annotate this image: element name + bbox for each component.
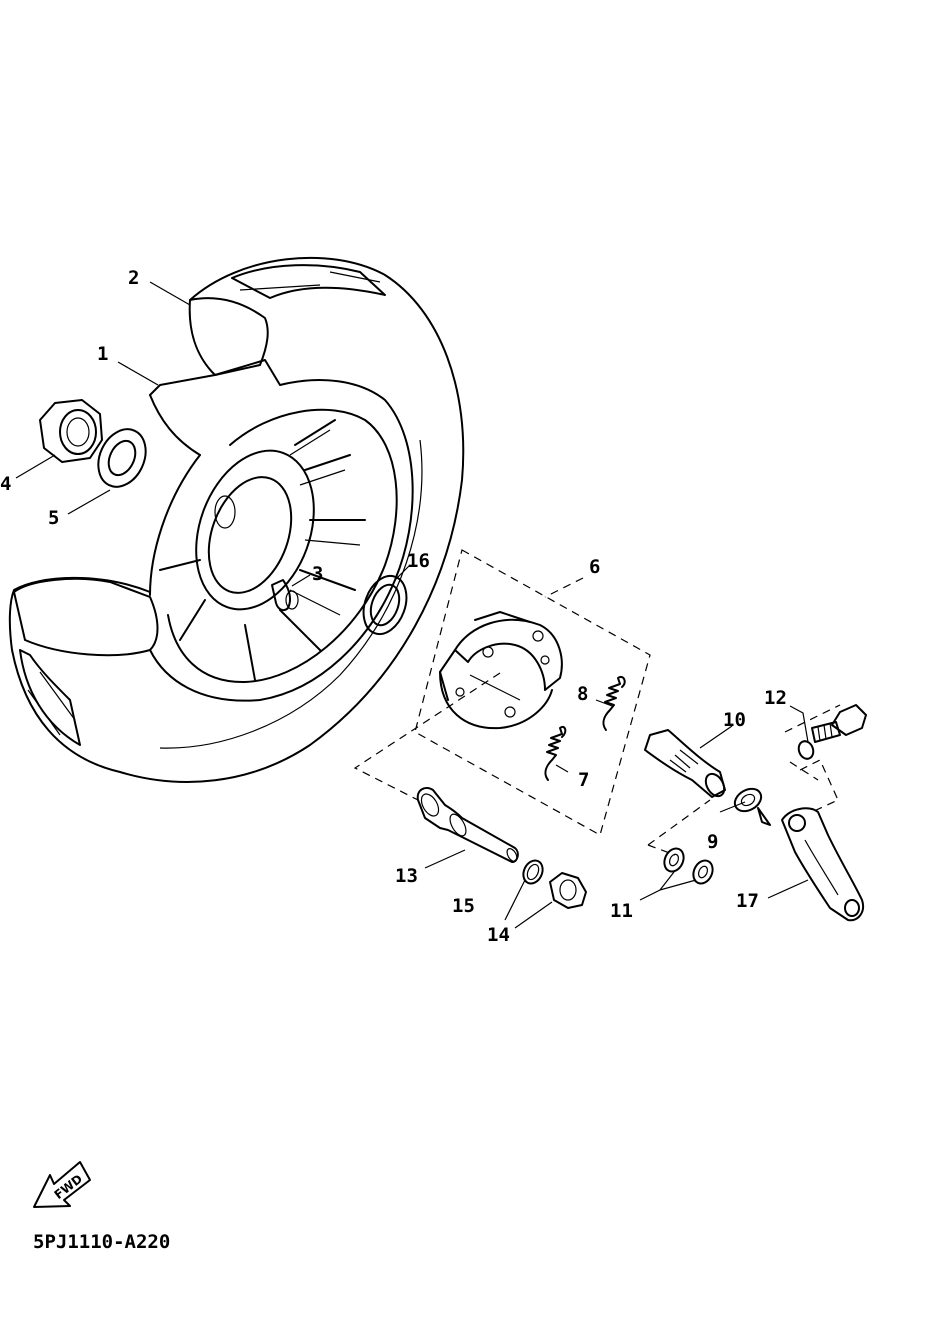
callout-5: 5 <box>48 507 59 529</box>
wear-indicator-part <box>733 787 771 826</box>
callout-11: 11 <box>610 900 633 922</box>
callout-4: 4 <box>0 473 11 495</box>
axle-washer-part <box>522 859 544 885</box>
callout-7: 7 <box>578 769 589 791</box>
callout-1: 1 <box>97 343 108 365</box>
wheel-axle-part <box>416 787 519 863</box>
return-spring-7 <box>544 726 567 781</box>
callout-10: 10 <box>723 709 746 731</box>
pinch-bolt-part <box>797 704 867 760</box>
wheel-tire-assembly <box>8 256 465 783</box>
callout-12: 12 <box>764 687 787 709</box>
callout-9: 9 <box>707 831 718 853</box>
leader-lines <box>15 281 841 929</box>
callout-14: 14 <box>487 924 510 946</box>
oil-seal-part <box>362 574 408 636</box>
callout-15: 15 <box>452 895 475 917</box>
o-rings-part <box>663 847 714 885</box>
washer-part <box>97 428 147 488</box>
callout-16: 16 <box>407 550 430 572</box>
brake-camshaft-part <box>644 729 726 798</box>
return-spring-8 <box>602 676 626 731</box>
brake-shoe-set <box>414 549 651 836</box>
diagram-code: 5PJ1110-A220 <box>33 1231 170 1253</box>
callout-8: 8 <box>577 683 588 705</box>
fwd-arrow-icon: FWD <box>33 1161 91 1208</box>
callout-6: 6 <box>589 556 600 578</box>
axle-nut-part <box>39 399 103 463</box>
camshaft-lever-part <box>781 807 864 922</box>
callout-labels: 1 2 3 4 5 6 7 8 9 10 11 12 13 14 15 16 1… <box>0 267 787 946</box>
callout-2: 2 <box>128 267 139 289</box>
callout-13: 13 <box>395 865 418 887</box>
callout-3: 3 <box>312 563 323 585</box>
axle-end-nut-part <box>549 872 587 909</box>
callout-17: 17 <box>736 890 759 912</box>
